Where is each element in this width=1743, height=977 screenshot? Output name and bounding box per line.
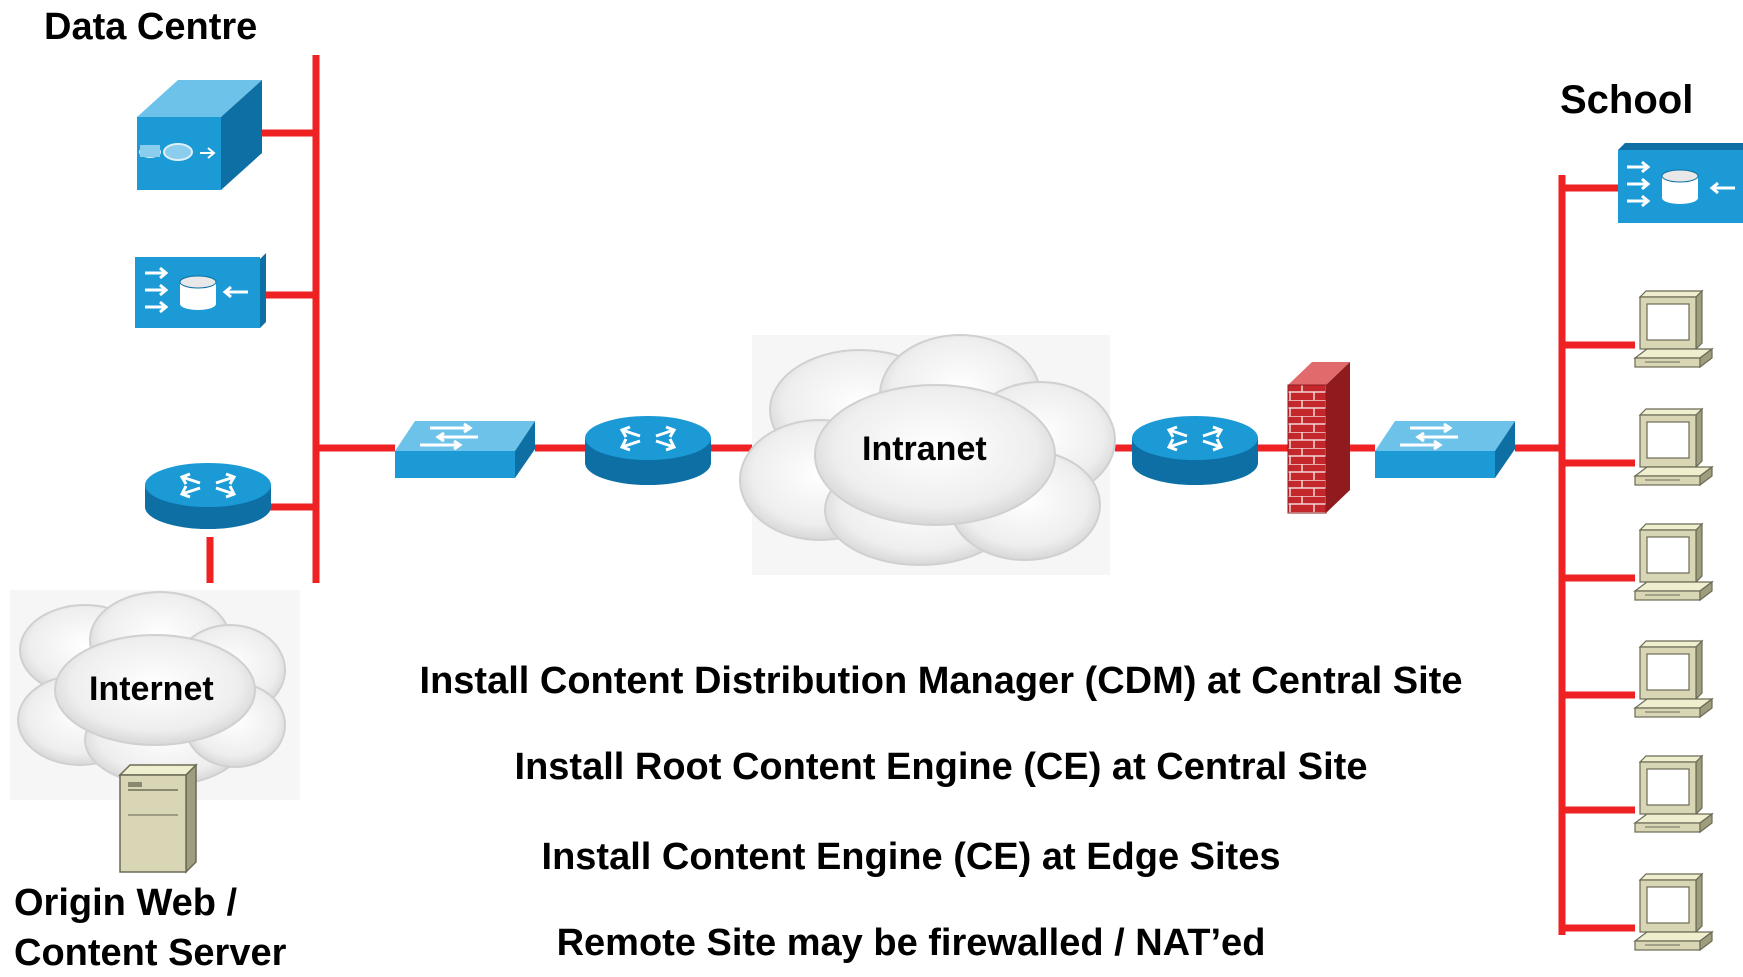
school-label: School — [1560, 78, 1694, 122]
workstation-icon[interactable] — [1633, 522, 1714, 602]
school-switch-icon[interactable] — [1375, 421, 1515, 478]
intranet-cloud-icon — [739, 334, 1116, 575]
note-firewall-nat: Remote Site may be firewalled / NAT’ed — [556, 922, 1266, 964]
workstations — [1633, 289, 1714, 952]
note-cdm: Install Content Distribution Manager (CD… — [419, 660, 1463, 702]
note-edge-ce: Install Content Engine (CE) at Edge Site… — [541, 836, 1281, 878]
origin-server-label-line2: Content Server — [14, 932, 287, 974]
root-content-engine-icon[interactable] — [135, 253, 266, 328]
school-router-icon[interactable] — [1132, 416, 1258, 485]
data-centre-router-icon[interactable] — [145, 463, 271, 529]
origin-server-label-line1: Origin Web / — [14, 882, 238, 924]
firewall-icon[interactable] — [1287, 362, 1350, 514]
workstation-icon[interactable] — [1633, 872, 1714, 952]
note-root-ce: Install Root Content Engine (CE) at Cent… — [514, 746, 1368, 788]
data-centre-switch-icon[interactable] — [395, 421, 535, 478]
workstation-icon[interactable] — [1633, 639, 1714, 719]
workstation-icon[interactable] — [1633, 754, 1714, 834]
links — [206, 55, 1635, 935]
workstation-icon[interactable] — [1633, 289, 1714, 369]
edge-router-icon[interactable] — [585, 416, 711, 485]
workstation-icon[interactable] — [1633, 407, 1714, 487]
school-content-engine-icon[interactable] — [1618, 143, 1743, 223]
data-centre-label: Data Centre — [44, 6, 258, 48]
origin-server-icon[interactable] — [118, 763, 198, 874]
internet-label: Internet — [89, 670, 214, 708]
intranet-label: Intranet — [862, 430, 987, 468]
content-distribution-manager-icon[interactable] — [137, 80, 262, 190]
